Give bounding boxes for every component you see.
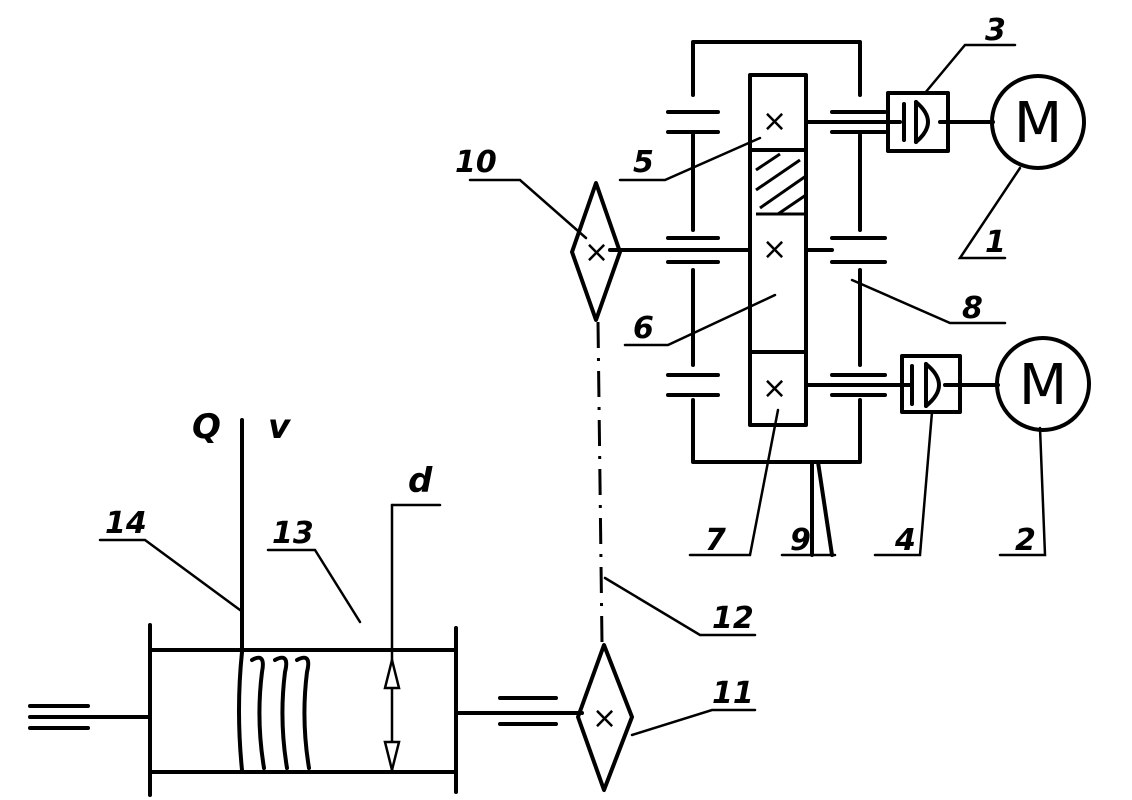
gear-hatching bbox=[755, 152, 807, 216]
label-10: 10 bbox=[455, 145, 497, 180]
label-1: 1 bbox=[985, 225, 1006, 260]
bearing-right-top bbox=[830, 110, 887, 134]
drum-bearing-left bbox=[28, 704, 90, 730]
gear-5-axis-mark: × bbox=[762, 104, 787, 139]
drum-13 bbox=[148, 623, 458, 797]
bearing-left-top bbox=[666, 110, 720, 134]
motor-2-symbol: M bbox=[1019, 353, 1067, 418]
label-2: 2 bbox=[1015, 523, 1036, 558]
label-8: 8 bbox=[962, 291, 983, 326]
chain-12 bbox=[596, 321, 604, 644]
motor-2: M bbox=[995, 336, 1091, 432]
gear-7-axis-mark: × bbox=[762, 371, 787, 406]
label-9: 9 bbox=[790, 523, 811, 558]
diameter-dimension bbox=[383, 503, 442, 774]
gear-6-axis-mark: × bbox=[762, 232, 787, 267]
label-7: 7 bbox=[705, 523, 726, 558]
label-13: 13 bbox=[272, 516, 314, 551]
sprocket-10-axis-mark: × bbox=[584, 235, 609, 270]
sprocket-10: × bbox=[570, 181, 622, 322]
label-11: 11 bbox=[712, 676, 754, 711]
label-5: 5 bbox=[633, 145, 654, 180]
label-6: 6 bbox=[633, 311, 654, 346]
label-14: 14 bbox=[105, 506, 147, 541]
motor-1: M bbox=[990, 74, 1086, 170]
motor-1-symbol: M bbox=[1014, 91, 1062, 156]
label-3: 3 bbox=[985, 13, 1006, 48]
bearing-left-mid bbox=[666, 236, 720, 264]
label-v: v bbox=[268, 407, 292, 447]
gearbox-housing bbox=[691, 40, 862, 557]
rope-turns bbox=[237, 650, 311, 772]
label-d: d bbox=[408, 461, 433, 501]
coupling-3 bbox=[886, 91, 950, 153]
sprocket-11: × bbox=[576, 643, 634, 792]
bearing-right-mid bbox=[830, 236, 887, 264]
leader-lines bbox=[98, 43, 1047, 737]
label-Q: Q bbox=[192, 407, 221, 447]
label-12: 12 bbox=[712, 601, 754, 636]
sprocket-11-axis-mark: × bbox=[592, 701, 617, 736]
bearing-left-bottom bbox=[666, 373, 720, 397]
bearing-right-bottom bbox=[830, 373, 887, 397]
label-4: 4 bbox=[894, 523, 916, 558]
drum-bearing-right bbox=[498, 696, 558, 726]
